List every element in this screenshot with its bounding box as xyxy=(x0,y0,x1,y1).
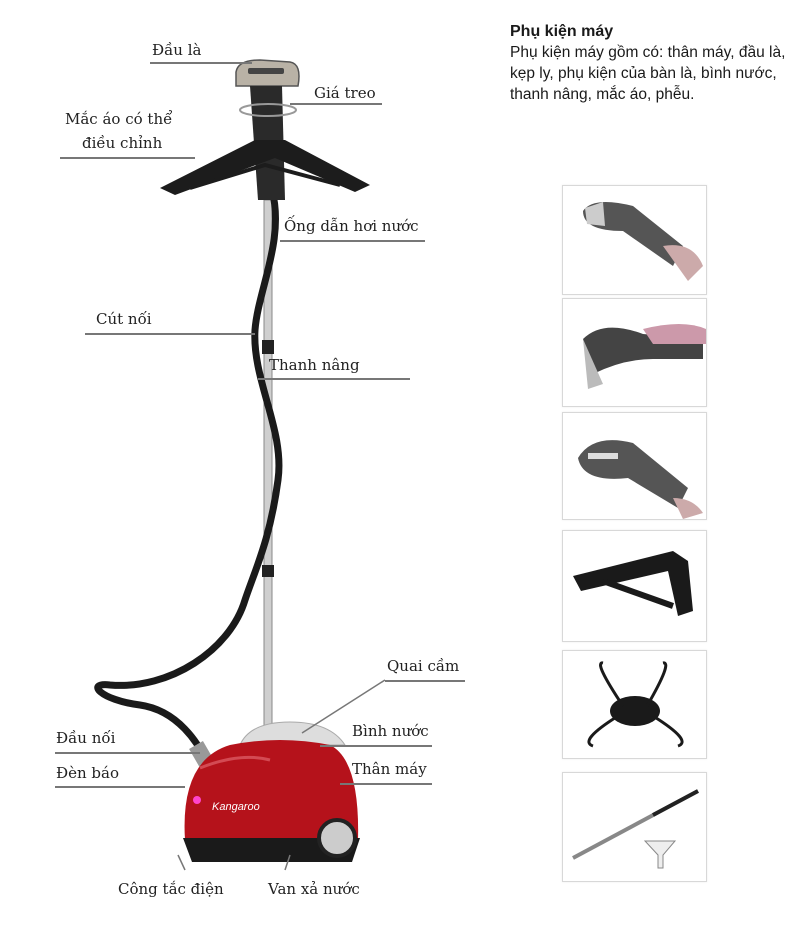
leader-line xyxy=(290,103,382,105)
info-description: Phụ kiện máy gồm có: thân máy, đầu là, k… xyxy=(510,44,786,103)
accessory-hanger xyxy=(562,530,707,642)
accessories-info: Phụ kiện máy Phụ kiện máy gồm có: thân m… xyxy=(510,22,795,105)
label-steam-hose: Ống dẫn hơi nước xyxy=(284,217,419,235)
accessory-iron-head-in-hand xyxy=(562,185,707,295)
wheel xyxy=(317,818,357,858)
label-connector: Đầu nối xyxy=(56,729,116,747)
label-adjustable-hanger-2: điều chỉnh xyxy=(82,134,163,152)
water-tank xyxy=(239,721,346,746)
steam-hose xyxy=(94,189,283,777)
leader-line xyxy=(150,62,252,64)
leader-line xyxy=(85,333,255,335)
label-iron-head: Đầu là xyxy=(152,41,202,59)
leader-line xyxy=(280,240,425,242)
leader-line xyxy=(55,752,200,754)
leader-line xyxy=(55,786,185,788)
label-handle: Quai cầm xyxy=(387,657,460,675)
leader-line xyxy=(320,745,432,747)
accessory-iron-head-bottom xyxy=(562,412,707,520)
accessory-hanger-base-stand xyxy=(562,650,707,759)
leader-line xyxy=(60,157,195,159)
label-water-tank: Bình nước xyxy=(352,722,429,740)
label-indicator-light: Đèn báo xyxy=(56,764,119,782)
label-power-switch: Công tắc điện xyxy=(118,880,224,898)
hanger-holder xyxy=(239,103,297,117)
leader-line xyxy=(258,378,410,380)
info-title: Phụ kiện máy xyxy=(510,23,614,40)
leader-line xyxy=(340,783,432,785)
accessory-crease-clamp xyxy=(562,298,707,407)
label-adjustable-hanger-1: Mắc áo có thể xyxy=(65,110,173,128)
machine-body xyxy=(184,740,359,840)
label-elbow-joint: Cút nối xyxy=(96,310,152,328)
brand-logo: Kangaroo xyxy=(212,801,260,813)
label-body: Thân máy xyxy=(352,760,427,778)
label-hanger-holder: Giá treo xyxy=(314,84,376,102)
adjustable-hanger xyxy=(160,140,370,195)
accessory-lift-bar-and-funnel xyxy=(562,772,707,882)
leader-line xyxy=(385,680,465,682)
label-drain-valve: Van xả nước xyxy=(268,880,360,898)
label-lift-bar: Thanh nâng xyxy=(269,356,360,374)
